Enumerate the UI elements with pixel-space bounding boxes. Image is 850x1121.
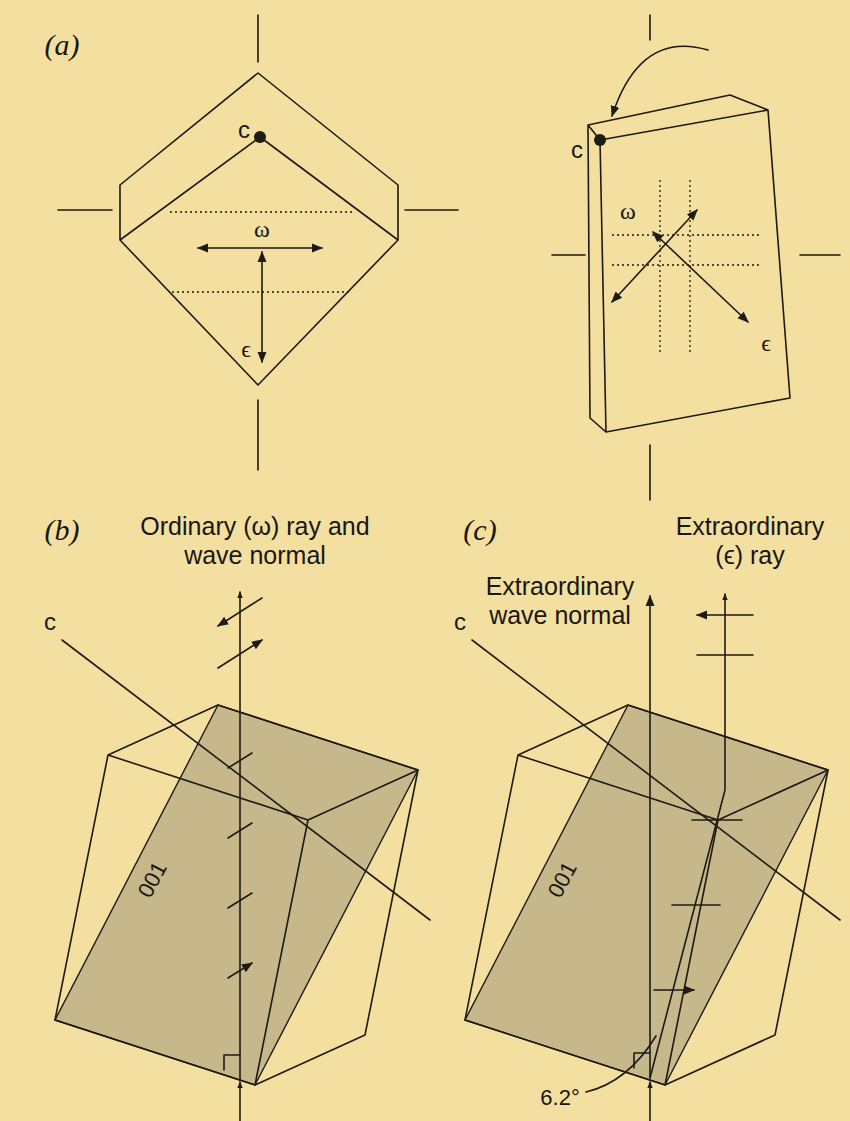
crystal-outline <box>120 73 398 385</box>
axis-label: c <box>454 608 466 636</box>
incident-ray <box>649 1082 651 1121</box>
angle-label: 6.2° <box>540 1085 579 1110</box>
extraordinary-ray <box>650 594 725 1078</box>
ray-symbol: ϵ <box>761 330 771 358</box>
leader-line <box>586 1036 656 1092</box>
plane-index: 001 <box>542 858 582 902</box>
vibration-arrow <box>653 232 748 322</box>
ray-caption: Extraordinary wave normal <box>475 572 645 630</box>
rotation-arrow <box>612 46 708 116</box>
axis-label: c <box>571 136 583 164</box>
ray-symbol: ϵ <box>241 336 251 364</box>
axis-label: c <box>238 116 250 144</box>
crosshair <box>552 15 840 500</box>
calcite-rhomb <box>465 640 840 1085</box>
c-axis-dot <box>594 134 606 146</box>
panel-letter: (c) <box>463 513 496 548</box>
vibration-arrow <box>654 615 753 990</box>
c-axis-dot <box>254 131 266 143</box>
vibration-arrow <box>261 252 263 362</box>
right-angle-mark <box>224 1055 240 1070</box>
ordinary-ray <box>239 592 241 1080</box>
panel-letter: (a) <box>45 28 80 63</box>
panel-letter: (b) <box>45 513 80 548</box>
vibration-arrow <box>218 598 262 668</box>
crosshair <box>58 15 458 470</box>
ray-symbol: ω <box>620 198 636 226</box>
vibration-arrow <box>198 247 322 249</box>
ray-caption: Ordinary (ω) ray and wave normal <box>130 512 380 570</box>
calcite-rhomb <box>55 640 430 1085</box>
plane-index: 001 <box>132 858 172 902</box>
dotted-line <box>612 180 762 352</box>
ray-caption: Extraordinary (ϵ) ray <box>660 512 840 570</box>
ray-symbol: ω <box>254 216 270 244</box>
incident-ray <box>239 1082 241 1121</box>
vibration-arrow <box>228 753 252 978</box>
crystal-outline <box>588 95 790 432</box>
axis-label: c <box>44 608 56 636</box>
wave-normal <box>649 596 651 1078</box>
